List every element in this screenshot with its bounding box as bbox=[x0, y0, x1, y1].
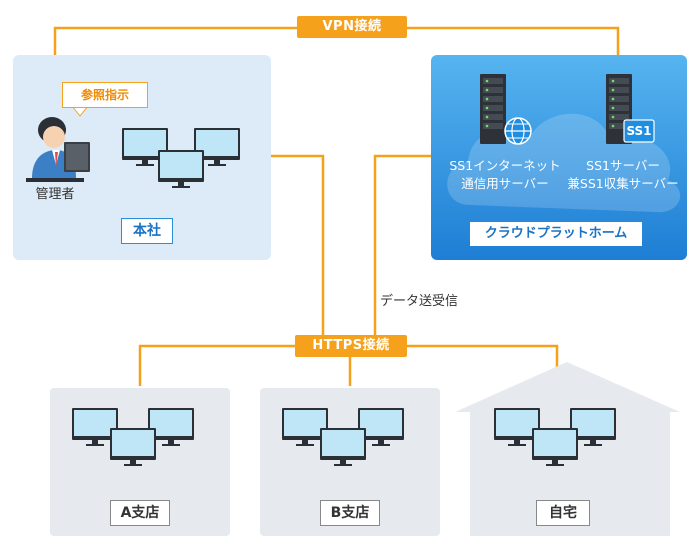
server2-label-line1: SS1サーバー bbox=[586, 158, 660, 173]
cloud-https-line bbox=[373, 154, 436, 345]
home-tag: 自宅 bbox=[536, 500, 590, 526]
admin-label: 管理者 bbox=[35, 187, 75, 202]
branch-a-tag: A支店 bbox=[110, 500, 170, 526]
reference-bubble: 参照指示 bbox=[62, 82, 148, 108]
globe-icon bbox=[504, 117, 532, 145]
https-label: HTTPS接続 bbox=[295, 335, 407, 357]
vpn-label: VPN接続 bbox=[297, 16, 407, 38]
server1-label-line1: SS1インターネット bbox=[449, 158, 561, 173]
hq-name-tag: 本社 bbox=[121, 218, 173, 244]
data-transfer-label: データ送受信 bbox=[380, 294, 459, 309]
ss1-logo-bg bbox=[623, 119, 655, 143]
server1-label-line2: 通信用サーバー bbox=[461, 176, 549, 191]
branch-b-tag: B支店 bbox=[320, 500, 380, 526]
server2-label-line2: 兼SS1収集サーバー bbox=[567, 176, 679, 191]
admin-person-icon bbox=[26, 117, 90, 182]
hq-https-line bbox=[268, 154, 325, 345]
cloud-name-tag: クラウドプラットホーム bbox=[470, 222, 642, 246]
ss1-logo: SS1 bbox=[626, 124, 652, 138]
